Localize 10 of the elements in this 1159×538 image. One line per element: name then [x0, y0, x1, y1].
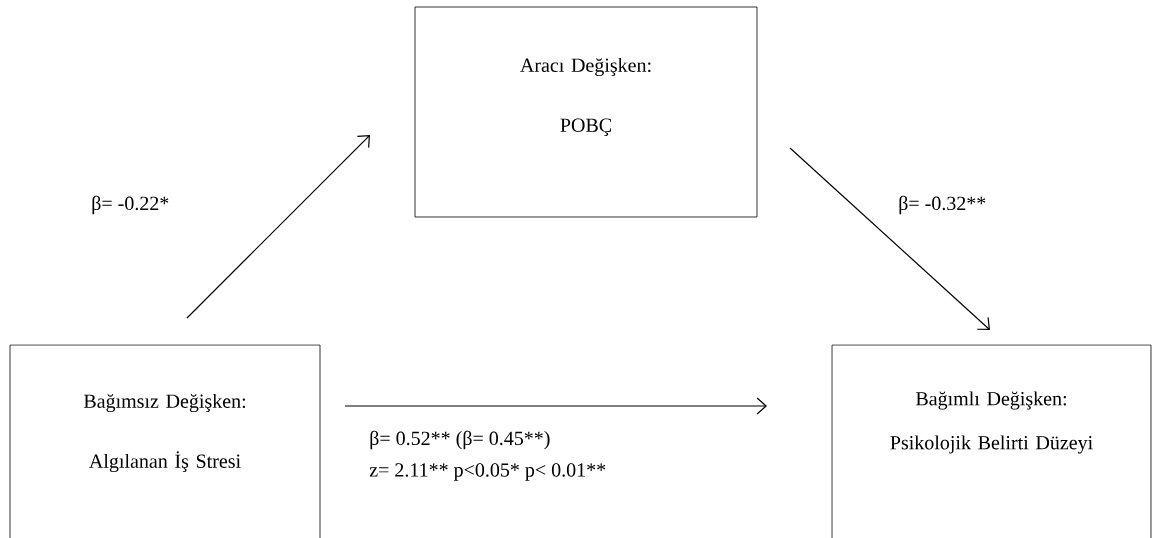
variable-box: Aracı Değişken: POBÇ — [414, 6, 758, 218]
variable-box: Bağımsız Değişken: Algılanan İş Stresi — [9, 344, 321, 538]
variable-box: Bağımlı Değişken: Psikolojik Belirti Düzeyi — [831, 344, 1152, 538]
edge-label: β= 0.52** (β= 0.45**) — [368, 429, 552, 451]
statistics-note: z= 2.11** p<0.05* p< 0.01** — [369, 463, 606, 481]
edge-label: β= -0.22* — [90, 194, 171, 216]
edge-label: β= -0.32** — [897, 194, 988, 216]
arrow — [789, 147, 990, 330]
arrow — [186, 135, 370, 319]
arrow — [344, 397, 767, 415]
